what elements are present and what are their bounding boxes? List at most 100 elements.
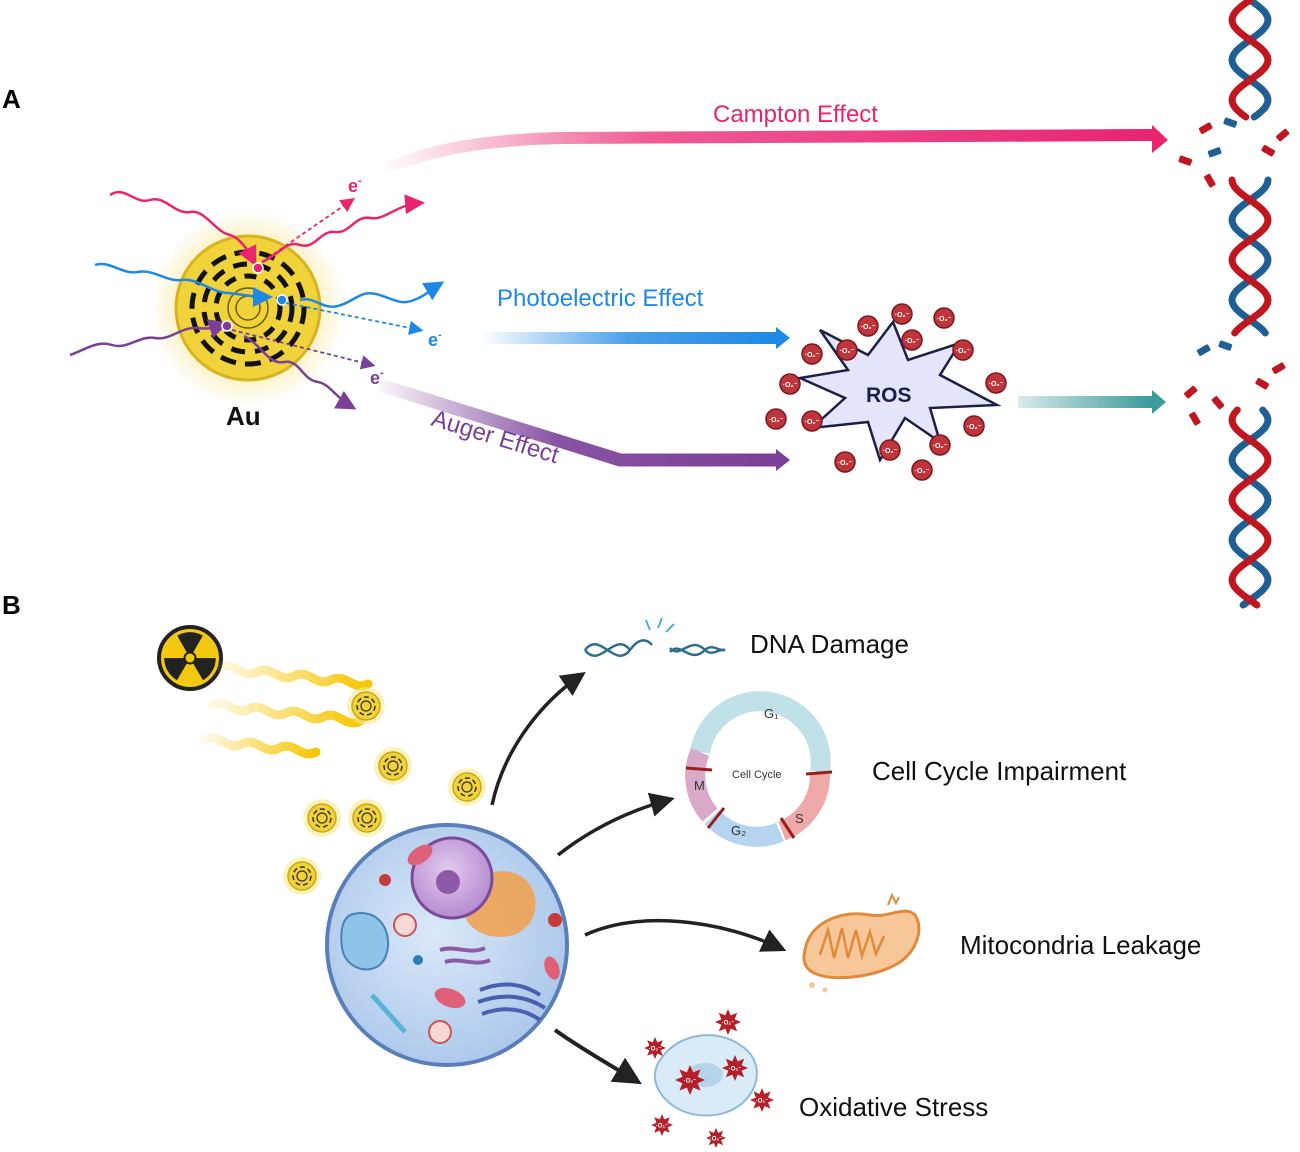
scattered-photon-pink [261, 194, 425, 264]
dna-damage-icon [584, 617, 726, 657]
dna-helix [1178, 0, 1290, 609]
electron-purple [221, 320, 233, 332]
phase-g1-label: G₁ [764, 706, 779, 721]
ros-radical: ·O₂⁻ [929, 434, 951, 456]
radiation-icon [157, 625, 223, 691]
dna-fragment [1207, 147, 1222, 158]
svg-text:·O₂⁻: ·O₂⁻ [967, 424, 982, 431]
oxidative-burst: ·O₂⁻ [750, 1088, 774, 1112]
mitochondria-icon [802, 892, 921, 993]
electron-pink [252, 262, 264, 274]
cell-cycle-center: Cell Cycle [732, 769, 782, 781]
ros-radical: ·O₂⁻ [801, 410, 823, 432]
ejected-electron-pink [261, 197, 355, 263]
ros-to-dna-arrowhead [1152, 390, 1166, 414]
phase-m-label: M [694, 778, 705, 793]
ejected-electron-blue [285, 302, 424, 335]
svg-text:·O₂⁻: ·O₂⁻ [905, 338, 920, 345]
incoming-photon-pink [109, 191, 257, 267]
dna-fragment [1211, 396, 1225, 410]
ejected-electron-purple [231, 329, 376, 370]
compton-arrowhead [1152, 125, 1168, 153]
dna-fragment [1196, 344, 1211, 356]
phase-g2-label: G₂ [731, 823, 746, 838]
gold-atom [150, 210, 346, 406]
photoelectric-arrow [480, 332, 776, 344]
scattered-photon-purple [243, 334, 357, 410]
svg-text:·O₂⁻: ·O₂⁻ [838, 460, 853, 467]
arrow-to-oxidative-stress [553, 1028, 642, 1085]
phase-s-label: S [795, 811, 804, 826]
svg-text:·O₂⁻: ·O₂⁻ [989, 381, 1004, 388]
ros-radical: ·O₂⁻ [836, 339, 858, 361]
svg-text:·O₂⁻: ·O₂⁻ [656, 1124, 669, 1130]
svg-text:·O₂⁻: ·O₂⁻ [933, 443, 948, 450]
electron-blue [276, 294, 288, 306]
atom-label: Au [226, 401, 261, 431]
panel-a-label: A [2, 84, 21, 114]
outcome-mitochondria: Mitocondria Leakage [960, 930, 1201, 960]
svg-text:·O₂⁻: ·O₂⁻ [729, 1067, 742, 1073]
ros-radical: ·O₂⁻ [952, 339, 974, 361]
ros-radical: ·O₂⁻ [901, 329, 923, 351]
auger-arrowhead [776, 449, 790, 471]
dna-fragment [1178, 155, 1193, 166]
gold-nanoparticle [348, 799, 386, 837]
svg-text:·O₂⁻: ·O₂⁻ [861, 324, 876, 331]
svg-text:·O₂⁻: ·O₂⁻ [769, 417, 784, 424]
ros-radical: ·O₂⁻ [891, 303, 913, 325]
svg-text:·O₂⁻: ·O₂⁻ [783, 382, 798, 389]
ros-radical: ·O₂⁻ [933, 307, 955, 329]
oxidative-burst: ·O₂⁻ [722, 1055, 748, 1081]
dna-fragment [1198, 122, 1213, 134]
dna-fragment [1223, 117, 1238, 128]
arrow-to-cell-cycle [556, 792, 675, 857]
gold-nanoparticle [374, 747, 412, 785]
svg-text:·O₂⁻: ·O₂⁻ [805, 352, 820, 359]
arrow-to-mitochondria [584, 918, 787, 952]
cell-cycle-diagram: Cell Cycle G₁ S G₂ M [685, 691, 833, 847]
electron-label-photoelectric: e- [428, 329, 442, 350]
gold-nanoparticle [448, 768, 486, 806]
gold-nanoparticles [283, 687, 486, 895]
outcome-oxidative-stress: Oxidative Stress [799, 1092, 988, 1122]
gold-nanoparticle [283, 857, 321, 895]
ros-radical: ·O₂⁻ [765, 408, 787, 430]
ros-radical: ·O₂⁻ [779, 373, 801, 395]
svg-text:·O₂⁻: ·O₂⁻ [649, 1047, 662, 1053]
ros-radical: ·O₂⁻ [834, 451, 856, 473]
oxidative-bursts: ·O₂⁻ ·O₂⁻ ·O₂⁻ ·O₂⁻ ·O₂⁻ ·O₂⁻ ·O₂⁻ [644, 1009, 774, 1148]
compton-label: Campton Effect [713, 101, 878, 128]
auger-arrow [378, 378, 776, 467]
gold-nanoparticle [347, 687, 385, 725]
ros-radical: ·O₂⁻ [911, 459, 933, 481]
dna-fragment [1189, 411, 1201, 426]
dna-fragment [1255, 377, 1270, 390]
oxidative-burst: ·O₂⁻ [675, 1065, 705, 1095]
oxidative-burst: ·O₂⁻ [706, 1128, 726, 1148]
gold-nanoparticle [303, 799, 341, 837]
svg-text:·O₂⁻: ·O₂⁻ [956, 348, 971, 355]
scattered-photon-blue [299, 281, 445, 308]
incoming-photon-blue [94, 262, 273, 307]
electron-label-compton: e- [348, 175, 362, 196]
oxidative-burst: ·O₂⁻ [644, 1037, 666, 1059]
ros-to-dna-arrow [1018, 396, 1152, 408]
svg-text:·O₂⁻: ·O₂⁻ [895, 312, 910, 319]
svg-text:·O₂⁻: ·O₂⁻ [937, 316, 952, 323]
radiation-waves [200, 661, 373, 759]
outcome-dna-damage: DNA Damage [750, 629, 909, 659]
electron-label-auger: e- [370, 367, 384, 388]
dna-fragment [1261, 144, 1276, 157]
svg-text:·O₂⁻: ·O₂⁻ [722, 1021, 735, 1027]
svg-text:·O₂⁻: ·O₂⁻ [915, 468, 930, 475]
svg-text:·O₂⁻: ·O₂⁻ [840, 348, 855, 355]
ros-radical: ·O₂⁻ [879, 439, 901, 461]
arrow-to-dna-damage [490, 672, 586, 806]
dna-fragment [1184, 385, 1198, 399]
svg-text:·O₂⁻: ·O₂⁻ [883, 448, 898, 455]
photoelectric-arrowhead [776, 327, 790, 349]
ros-radical: ·O₂⁻ [801, 343, 823, 365]
photoelectric-label: Photoelectric Effect [497, 285, 704, 312]
